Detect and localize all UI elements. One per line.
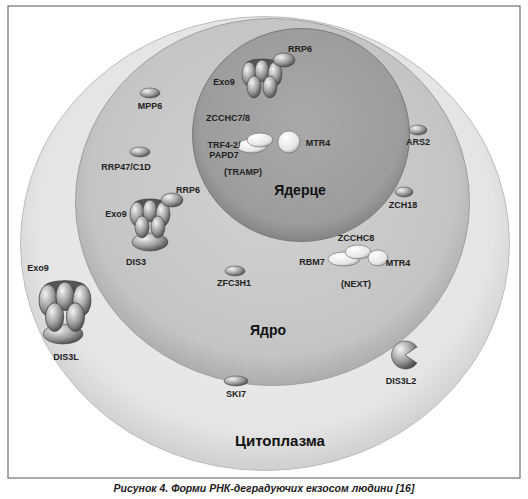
next-complex — [328, 245, 388, 266]
ars2-protein — [409, 125, 427, 135]
region-ellipse — [193, 29, 410, 242]
tramp-complex — [237, 131, 300, 153]
nucleolar-exosome — [242, 53, 295, 98]
nucleolus-region: Ядерце — [192, 28, 410, 242]
nucleus-region: Ядро Ядерце — [75, 18, 470, 386]
cytoplasm-region: Цитоплазма Ядро Ядерце — [20, 16, 510, 471]
figure-caption: Рисунок 4. Форми РНК-деградуючих екзосом… — [114, 482, 415, 494]
zfc3h1-protein — [225, 266, 245, 276]
nuclear-exosome — [130, 193, 183, 251]
frame-border — [8, 6, 520, 478]
region-label: Ядро — [250, 322, 286, 338]
region-outline — [192, 28, 410, 242]
region-label: Цитоплазма — [235, 432, 325, 449]
ski7-protein — [224, 376, 248, 386]
region-ellipse — [76, 19, 470, 386]
rrp47-protein — [130, 147, 150, 157]
dis3l2-protein — [392, 341, 417, 369]
cytoplasmic-exosome — [39, 281, 91, 344]
region-ellipse — [21, 17, 510, 471]
zch18-protein — [395, 187, 413, 197]
region-label: Ядерце — [274, 182, 326, 198]
mpp6-protein — [140, 88, 160, 98]
